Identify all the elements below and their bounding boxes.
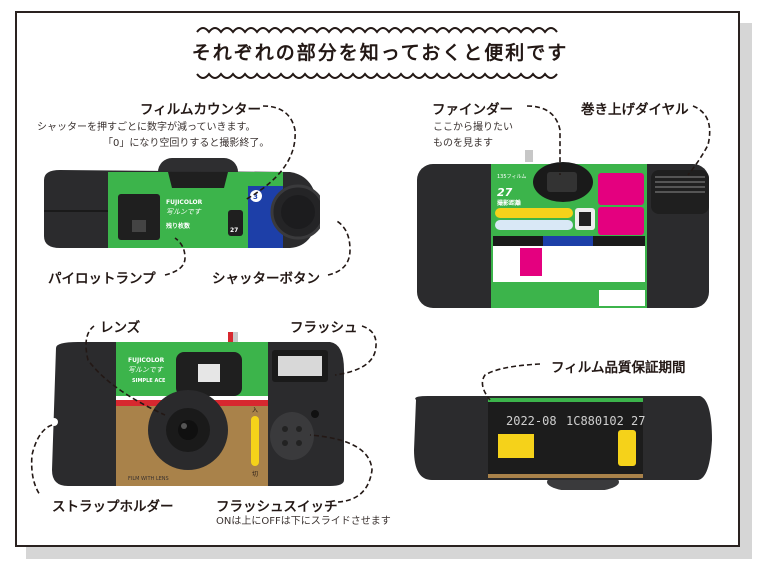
svg-text:写ルンです: 写ルンです [166, 208, 202, 216]
label-film-expiry: フィルム品質保証期間 [551, 360, 686, 376]
wind-step-label [598, 173, 644, 205]
label-pilot-lamp: パイロットランプ [48, 271, 156, 287]
label-flash: フラッシュ [290, 320, 358, 336]
film-counter-desc-2: 「0」になり空回りすると撮影終了。 [103, 138, 270, 149]
camera-top-view: FUJICOLOR 写ルンです 残り枚数 27 3 [44, 158, 320, 248]
viewfinder-desc-1: ここから撮りたい [433, 122, 513, 133]
svg-text:FILM WITH LENS: FILM WITH LENS [128, 476, 169, 482]
svg-text:入: 入 [252, 407, 258, 414]
counter-tab [525, 150, 533, 162]
flash-note-panel [118, 194, 160, 240]
label-shutter-button: シャッターボタン [212, 271, 320, 287]
label-flash-switch: フラッシュスイッチ [216, 499, 338, 515]
camera-bottom-view: 2022-08 1C880102 27 [414, 396, 712, 490]
svg-text:FUJICOLOR: FUJICOLOR [166, 199, 203, 206]
svg-text:写ルンです: 写ルンです [128, 366, 164, 374]
warning-label [498, 434, 534, 458]
svg-text:27: 27 [230, 227, 238, 234]
viewfinder-desc-2: ものを見ます [433, 138, 493, 149]
svg-text:FUJICOLOR: FUJICOLOR [128, 357, 165, 364]
daylight-range-badge [495, 220, 573, 230]
page-title: それぞれの部分を知っておくと便利です [191, 42, 569, 64]
flash-switch [270, 412, 314, 460]
title-wave-bottom [196, 72, 558, 79]
flash-range-badge [495, 208, 573, 218]
label-viewfinder: ファインダー [432, 102, 513, 118]
label-strap-holder: ストラップホルダー [52, 499, 174, 515]
label-lens: レンズ [100, 320, 141, 336]
flash-switch-desc: ONは上にOFFは下にスライドさせます [216, 516, 391, 527]
svg-text:切: 切 [252, 471, 258, 478]
camera-front-view: FUJICOLOR 写ルンです SIMPLE ACE 入 切 FILM WITH… [50, 332, 344, 486]
svg-text:3: 3 [253, 193, 258, 201]
pilot-lamp [132, 220, 146, 232]
film-counter-desc-1: シャッターを押すごとに数字が減っていきます。 [37, 122, 256, 133]
expiry-date: 2022-08 [506, 414, 557, 428]
title-wave-top [196, 27, 558, 34]
strap-holder [50, 418, 58, 426]
film-counter-window [228, 210, 243, 236]
lot-number: 1C880102 27 [566, 414, 645, 428]
svg-text:残り枚数: 残り枚数 [166, 222, 191, 230]
svg-text:135フィルム: 135フィルム [497, 174, 526, 180]
svg-text:27: 27 [497, 186, 513, 199]
svg-text:SIMPLE ACE: SIMPLE ACE [132, 378, 166, 384]
svg-text:撮影距離: 撮影距離 [497, 199, 521, 207]
label-winding-dial: 巻き上げダイヤル [581, 102, 689, 118]
flash-switch-track [251, 416, 259, 466]
label-film-counter: フィルムカウンター [140, 102, 261, 118]
pilot-lamp [311, 410, 319, 418]
camera-back-view: 135フィルム 27 撮影距離 [417, 150, 709, 308]
